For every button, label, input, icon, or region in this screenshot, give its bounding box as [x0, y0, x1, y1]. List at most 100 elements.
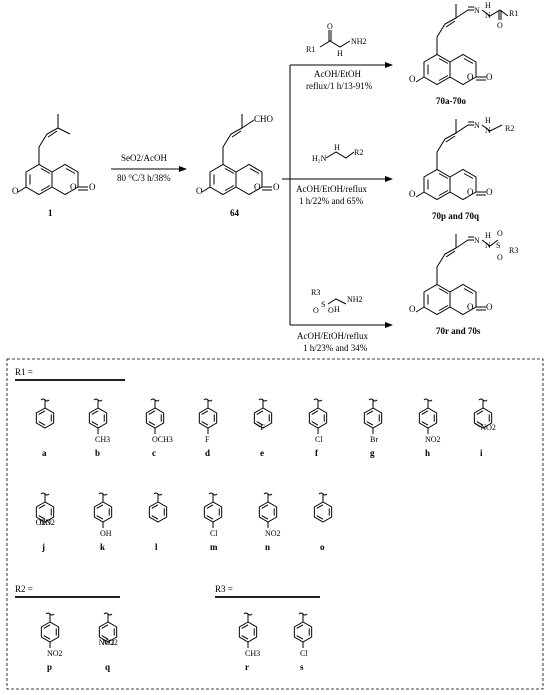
- product-b-h: H: [485, 116, 491, 125]
- substituent-l: l: [148, 492, 168, 552]
- product-c-label: 70r and 70s: [436, 326, 481, 336]
- substituent-s-group: Cl: [300, 649, 308, 658]
- substituent-a-letter: a: [42, 448, 47, 458]
- substituent-o-letter: o: [320, 542, 325, 552]
- product-a-ring-o: O: [467, 72, 474, 82]
- product-a-nh: N: [485, 11, 491, 20]
- hydrazide-reagent: R1 O H NH2: [306, 22, 367, 58]
- hydrazine-reagent: H₂N H R2: [312, 143, 363, 163]
- aldehyde-group-label: CHO: [254, 114, 274, 124]
- product-a-methoxy: O: [409, 74, 416, 84]
- compound-64-label: 64: [230, 208, 240, 218]
- product-a-structure: [415, 4, 509, 85]
- substituent-h-letter: h: [425, 448, 430, 458]
- substituent-i-letter: i: [480, 448, 483, 458]
- sulfonyl-nh2: NH2: [347, 295, 363, 304]
- product-c-ring-o: O: [467, 302, 474, 312]
- product-c-structure: [415, 234, 499, 315]
- substituent-g-letter: g: [370, 448, 375, 458]
- hydrazide-r1: R1: [306, 45, 315, 54]
- product-a-carbonyl-o: O: [486, 72, 493, 82]
- hydrazide-nh2: NH2: [351, 37, 367, 46]
- hydrazine-h2n: H₂N: [312, 154, 327, 163]
- product-b-ring-o: O: [467, 187, 474, 197]
- substituent-c-group: OCH3: [152, 435, 173, 444]
- product-a-r1: R1: [509, 9, 518, 18]
- substituent-p-letter: p: [47, 662, 52, 672]
- hydrazide-o: O: [327, 22, 333, 31]
- branch-a-conditions: reflux/1 h/13-91%: [306, 81, 373, 91]
- compound-1-structure: [17, 114, 89, 195]
- branch-b-conditions: 1 h/22% and 65%: [299, 196, 364, 206]
- product-c-r3: R3: [509, 246, 518, 255]
- substituent-q-group-2: NO2: [102, 638, 118, 647]
- methoxy-label-64: O: [196, 186, 203, 196]
- substituent-j-group-1: O2N: [36, 518, 52, 527]
- substituent-g-group: Br: [370, 435, 378, 444]
- product-b-nh: N: [485, 126, 491, 135]
- substituent-j-letter: j: [41, 542, 45, 552]
- product-c-methoxy: O: [409, 304, 416, 314]
- substituent-q-letter: q: [105, 662, 110, 672]
- hydrazine-h: H: [334, 143, 340, 152]
- branch-c-reagent: AcOH/EtOH/reflux: [297, 331, 368, 341]
- substituent-f-group: Cl: [315, 435, 323, 444]
- product-b-label: 70p and 70q: [432, 211, 479, 221]
- branch-c-conditions: 1 h/23% and 34%: [303, 343, 368, 353]
- substituent-m: Clm: [203, 492, 223, 552]
- substituent-p: NO2 p: [40, 612, 63, 672]
- substituent-b: CH3 b: [88, 398, 110, 458]
- sulfonyl-o2: O: [328, 306, 334, 315]
- product-c-n1: N: [474, 236, 480, 245]
- substituent-m-letter: m: [210, 542, 218, 552]
- product-a-h: H: [485, 1, 491, 10]
- product-b-structure: [415, 119, 503, 200]
- product-c-o1: O: [497, 229, 503, 238]
- substituent-j-group-2: NO2: [39, 518, 55, 527]
- substituent-p-group: NO2: [47, 649, 63, 658]
- substituent-e-group: F: [260, 423, 265, 432]
- branch-b-reagent: AcOH/EtOH/reflux: [296, 184, 367, 194]
- ring-o-label-1: O: [70, 182, 77, 192]
- substituent-n-letter: n: [265, 542, 270, 552]
- product-b-methoxy: O: [409, 189, 416, 199]
- substituent-b-group: CH3: [95, 435, 110, 444]
- substituent-l-letter: l: [155, 542, 158, 552]
- hydrazide-h: H: [337, 49, 343, 58]
- substituent-k: OH k: [93, 492, 113, 552]
- r3-header: R3 =: [215, 584, 233, 594]
- product-c-carbonyl-o: O: [486, 302, 493, 312]
- substituent-n-group: NO2: [265, 529, 281, 538]
- compound-1-label: 1: [48, 208, 53, 218]
- substituent-n: NO2 n: [258, 492, 281, 552]
- step1-reagent: SeO2/AcOH: [121, 153, 167, 163]
- step1-conditions: 80 °C/3 h/38%: [117, 173, 171, 183]
- product-b-r2: R2: [505, 124, 514, 133]
- branch-a-reagent: AcOH/EtOH: [314, 69, 361, 79]
- substituent-b-letter: b: [95, 448, 100, 458]
- product-c-h: H: [485, 231, 491, 240]
- substituent-d-letter: d: [205, 448, 210, 458]
- carbonyl-o-label-1: O: [89, 182, 96, 192]
- substituent-s: Cl s: [293, 612, 313, 672]
- substituent-d: Fd: [198, 398, 218, 458]
- substituent-e: Fe: [253, 398, 273, 458]
- substituent-k-group: OH: [100, 529, 112, 538]
- substituent-k-letter: k: [100, 542, 105, 552]
- sulfonyl-h: H: [334, 305, 340, 314]
- substituent-r-letter: r: [245, 662, 249, 672]
- product-c-nh: N: [485, 241, 491, 250]
- sulfonyl-s: S: [321, 300, 325, 309]
- substituent-a: a: [35, 398, 55, 458]
- r1-header: R1 =: [15, 367, 33, 377]
- substituent-g: Br g: [363, 398, 383, 458]
- ring-o-label-64: O: [254, 182, 261, 192]
- compound-64-structure: [201, 114, 273, 195]
- substituent-s-letter: s: [300, 662, 304, 672]
